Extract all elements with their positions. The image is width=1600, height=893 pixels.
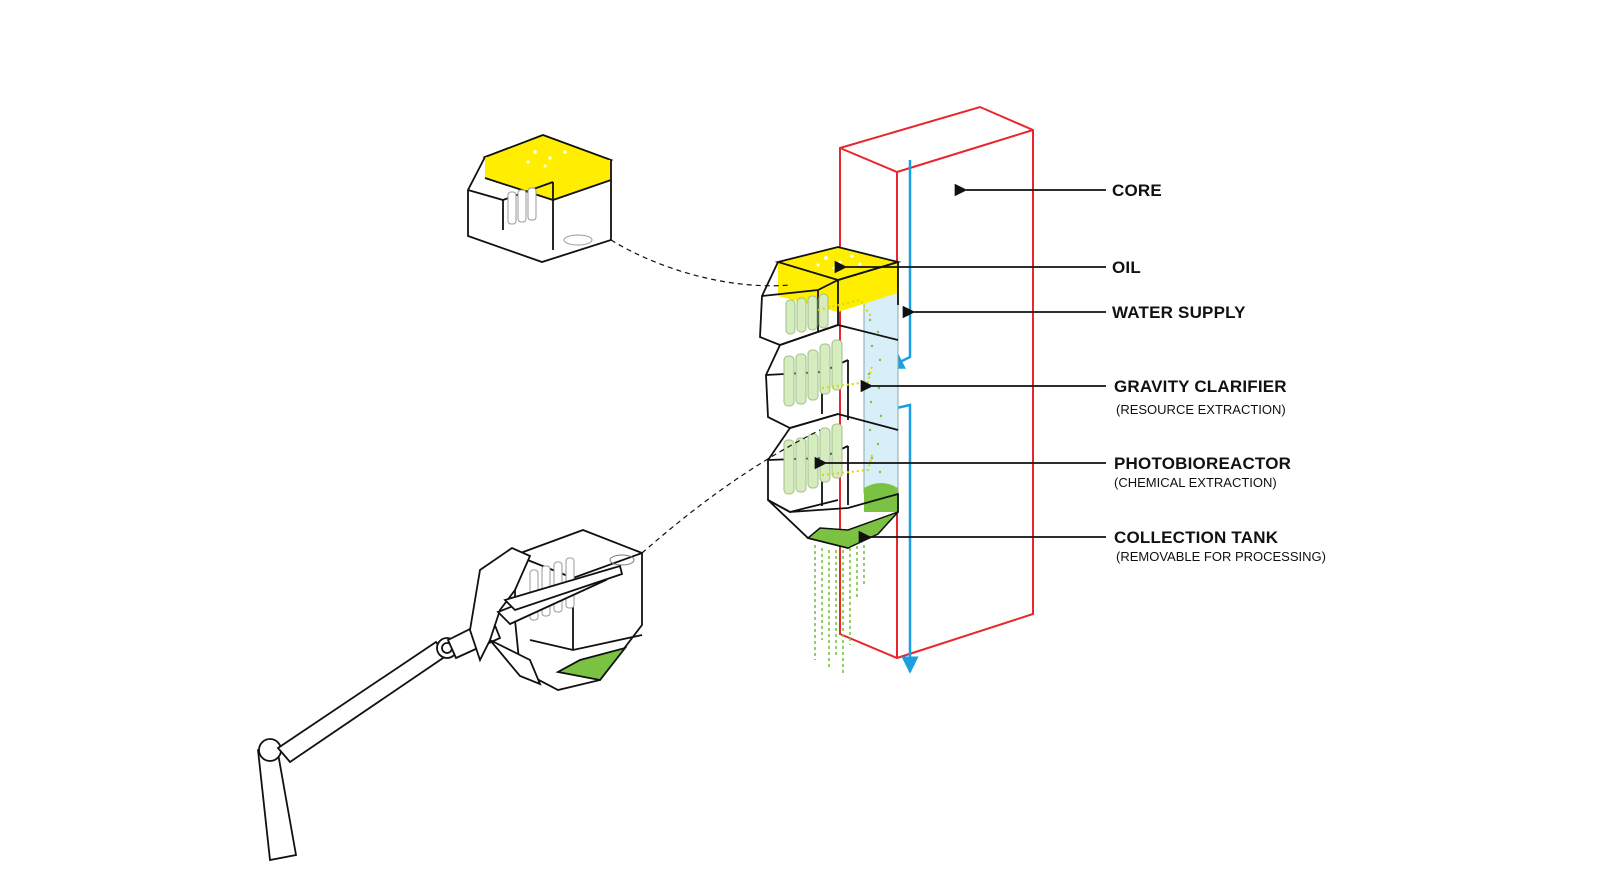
detached-oil-module [467,134,614,263]
algae-tubes-top [785,293,829,335]
label-oil: OIL [1112,258,1141,277]
clarifier-dots [867,318,883,474]
collection-hopper [767,492,899,549]
dashed-connectors [610,239,821,554]
label-collection-tank: COLLECTION TANK [1114,528,1279,547]
label-collection-tank-sub: (REMOVABLE FOR PROCESSING) [1116,549,1326,564]
clarifier-column [863,292,899,494]
label-photobioreactor-sub: (CHEMICAL EXTRACTION) [1114,475,1277,490]
label-core: CORE [1112,181,1162,200]
algae-tubes-middle [783,339,843,407]
algae-drips [814,545,865,675]
leader-arrows [814,183,1106,544]
label-photobioreactor: PHOTOBIOREACTOR [1114,454,1292,473]
label-water-supply: WATER SUPPLY [1112,303,1246,322]
algae-tubes-lower [783,423,843,495]
robotic-gripper [469,546,624,686]
bioreactor-stack [759,246,902,675]
robotic-arm [257,616,502,862]
label-gravity-clarifier: GRAVITY CLARIFIER [1114,377,1287,396]
clarifier-sediment [864,483,898,512]
label-gravity-clarifier-sub: (RESOURCE EXTRACTION) [1116,402,1286,417]
